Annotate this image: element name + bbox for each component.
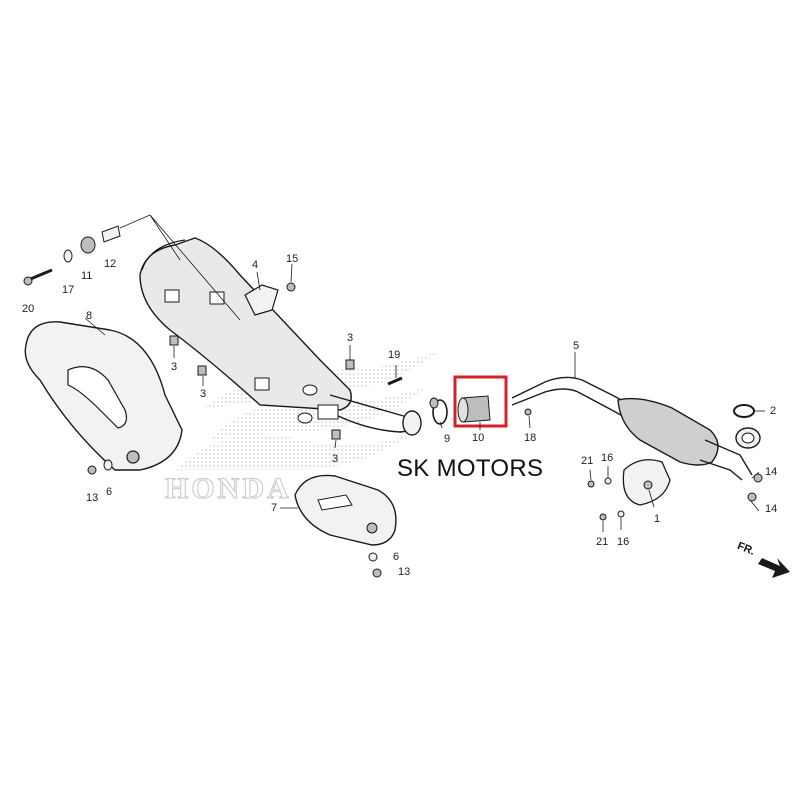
- callout-number: 14: [765, 503, 778, 515]
- callout-number: 9: [444, 433, 451, 445]
- callout-number: 12: [104, 258, 117, 270]
- callout-number: 5: [573, 340, 580, 352]
- callout-number: 16: [601, 452, 614, 464]
- highlight-box: [453, 375, 508, 428]
- leader-lines: [84, 214, 765, 532]
- callout-number: 3: [200, 388, 207, 400]
- callout-number: 8: [86, 310, 93, 322]
- callout-number: 2: [770, 405, 777, 417]
- callout-number: 17: [62, 284, 75, 296]
- callout-number: 18: [524, 432, 537, 444]
- callout-number: 3: [332, 453, 339, 465]
- watermark-text: HONDA: [165, 472, 292, 505]
- callout-number: 11: [81, 270, 93, 282]
- exhaust-pipe: [511, 376, 763, 502]
- callout-number: 6: [393, 551, 400, 563]
- callout-number: 14: [765, 466, 778, 478]
- callout-number: 6: [106, 486, 113, 498]
- callout-number: 13: [398, 566, 411, 578]
- callout-number: 20: [22, 303, 35, 315]
- callout-number: 13: [86, 492, 99, 504]
- callout-number: 1: [654, 513, 661, 525]
- callout-number: 4: [252, 259, 259, 271]
- heat-shield-small: [294, 474, 397, 578]
- callout-number: 7: [271, 502, 278, 514]
- hardware-left: [23, 225, 355, 475]
- front-direction-arrow: [758, 558, 790, 578]
- callout-number: 19: [388, 349, 401, 361]
- muffler: [139, 237, 422, 436]
- callout-number: 15: [286, 253, 299, 265]
- callout-number: 10: [472, 432, 485, 444]
- callout-number: 3: [171, 361, 178, 373]
- callout-number: 16: [617, 536, 630, 548]
- shop-name-text: SK MOTORS: [397, 455, 544, 482]
- callout-number: 21: [596, 536, 609, 548]
- gasket-10: [457, 395, 491, 423]
- pipe-protector: [587, 459, 671, 521]
- heat-shield-large: [24, 321, 183, 471]
- callout-number: 21: [581, 455, 594, 467]
- clamp-and-bolt: [387, 376, 448, 425]
- callout-number: 3: [347, 332, 354, 344]
